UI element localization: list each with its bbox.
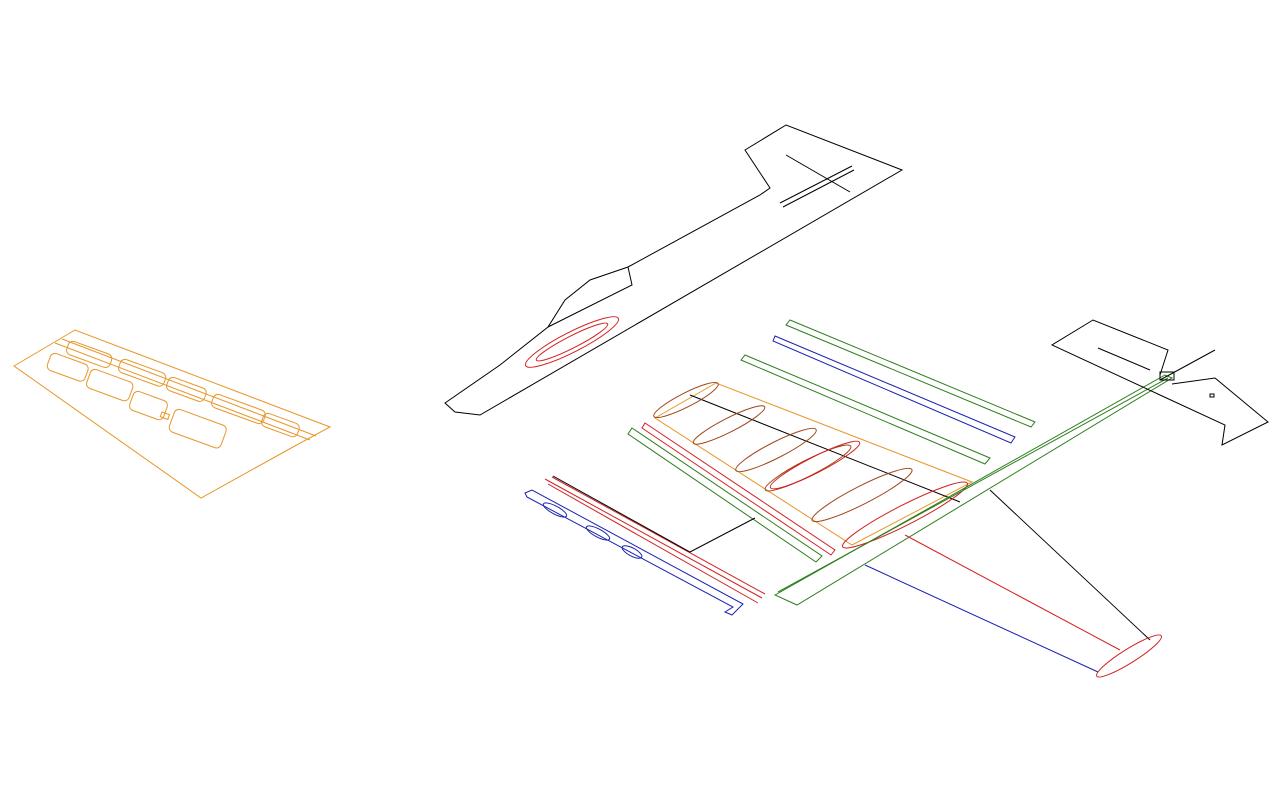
- trailing-edge-black: [552, 475, 756, 553]
- trailing-edge-red: [544, 476, 766, 604]
- wing-sheeting-panel: [13, 329, 332, 499]
- wing-rib-assembly: [653, 382, 974, 549]
- spar-strip-green-2: [740, 354, 991, 465]
- fuselage-top-lines: [864, 349, 1216, 673]
- spar-strip-blue-1: [772, 335, 1016, 444]
- spar-strip-green-1: [785, 319, 1036, 428]
- main-wing-planform: [773, 374, 1174, 606]
- fuselage-side-outline: [444, 124, 904, 416]
- tailplane-outline: [1050, 319, 1269, 446]
- cockpit-former: [524, 316, 620, 368]
- leading-edge-green: [627, 427, 823, 563]
- nose-former: [1096, 634, 1162, 678]
- leading-edge-red: [641, 422, 836, 556]
- aileron-strip-blue: [524, 489, 744, 616]
